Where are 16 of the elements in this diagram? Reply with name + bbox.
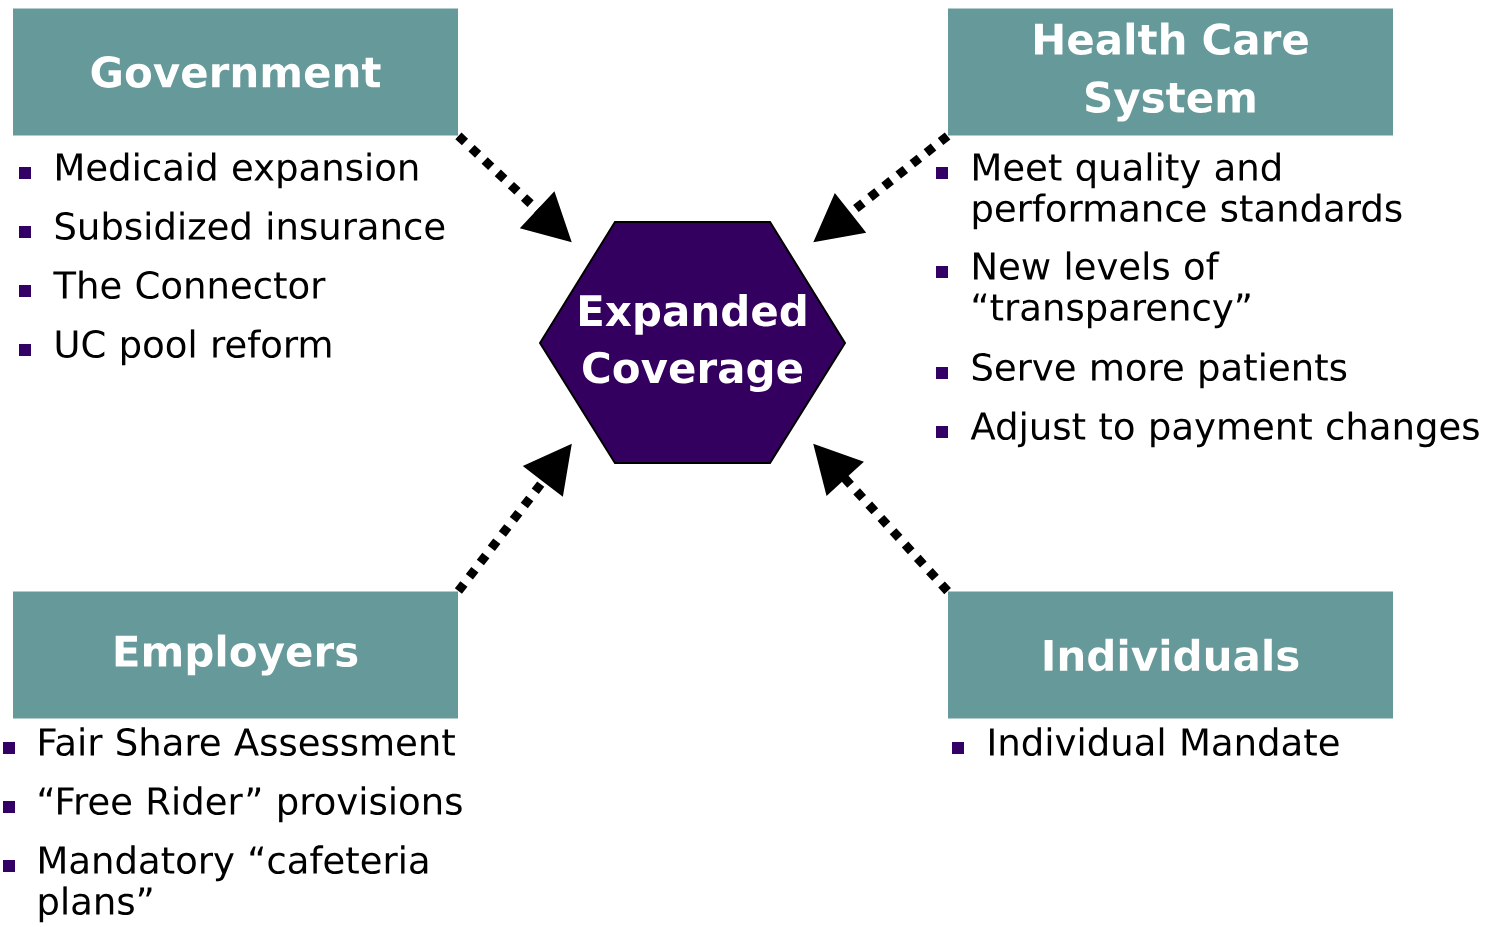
bullet-item: New levels of “transparency” [936, 251, 1250, 329]
bullet-item: Mandatory “cafeteria plans” [3, 845, 428, 923]
bullet-item: Subsidized insurance [19, 211, 445, 241]
bullet-item: The Connector [19, 270, 326, 300]
header-box: Government [13, 8, 458, 136]
bullet-item: UC pool reform [19, 329, 331, 366]
bullet-item: Fair Share Assessment [3, 727, 455, 757]
header-box: Health Care System [948, 8, 1393, 136]
bullet-item: Medicaid expansion [19, 152, 418, 189]
bullet-item: Individual Mandate [952, 727, 1339, 757]
header-box: Employers [13, 591, 458, 719]
bullet-item: “Free Rider” provisions [3, 786, 462, 823]
bullet-item: Adjust to payment changes [936, 411, 1479, 448]
header-box: Individuals [948, 591, 1393, 719]
bullet-item: Serve more patients [936, 352, 1347, 389]
bullet-item: Meet quality and performance standards [936, 152, 1402, 230]
